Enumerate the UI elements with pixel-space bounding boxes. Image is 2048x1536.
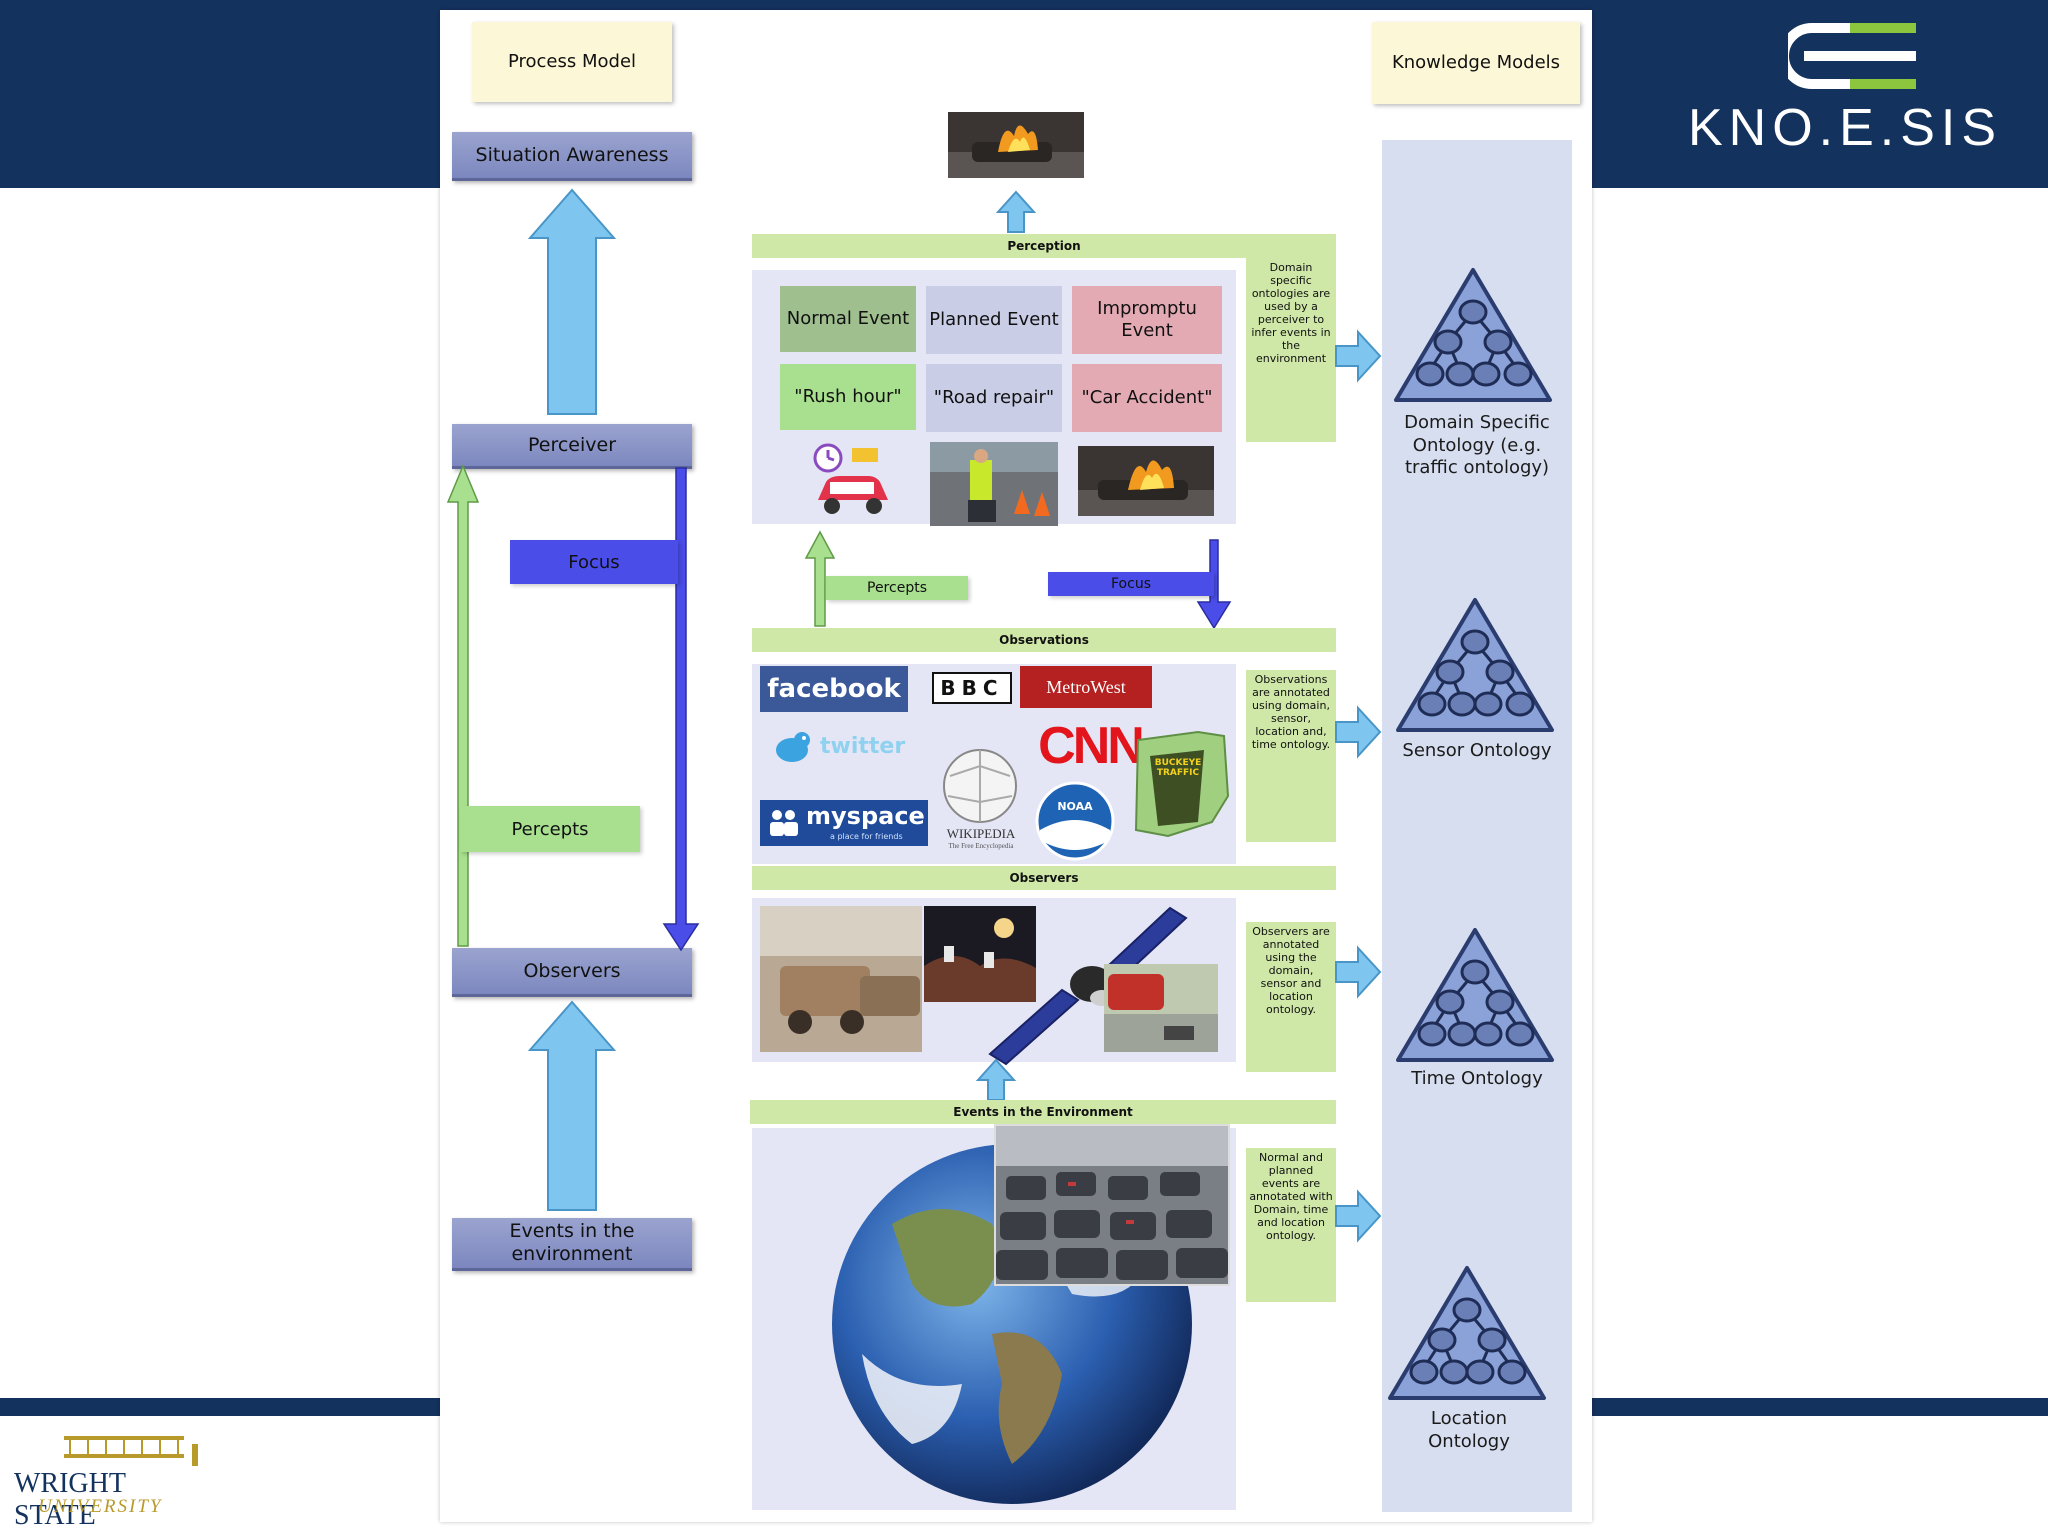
wright-flyer-icon <box>64 1436 198 1466</box>
perceiver-box: Perceiver <box>452 424 692 469</box>
wikipedia-tagline: The Free Encyclopedia <box>948 842 1014 850</box>
location-ontology-label: Location Ontology <box>1428 1408 1510 1452</box>
car-accident-cell: "Car Accident" <box>1072 364 1222 432</box>
ohio-map-icon <box>1134 730 1230 838</box>
twitter-bird-icon <box>776 732 810 762</box>
observers-ontology-arrow <box>1335 945 1382 999</box>
buckeye-traffic-wordmark: BUCKEYE TRAFFIC <box>1154 758 1202 778</box>
environment-note: Normal and planned events are annotated … <box>1246 1148 1336 1302</box>
percepts-label: Percepts <box>460 806 640 852</box>
road-repair-photo <box>930 442 1058 526</box>
location-ontology-icon <box>1388 1266 1546 1400</box>
knoesis-e-icon <box>1788 23 1916 89</box>
rush-hour-car-icon <box>813 443 888 514</box>
time-ontology-label: Time Ontology <box>1411 1068 1543 1089</box>
sensor-ontology-label: Sensor Ontology <box>1402 740 1552 761</box>
traffic-sensor-photo <box>1104 964 1218 1052</box>
planned-event-cell: Planned Event <box>926 286 1062 354</box>
situation-awareness-box: Situation Awareness <box>452 132 692 181</box>
car-fire-photo <box>948 112 1084 178</box>
crowd-phones-photo <box>924 906 1036 1002</box>
focus-label: Focus <box>510 540 678 584</box>
military-vehicles-photo <box>760 906 922 1052</box>
middle-percepts-label: Percepts <box>826 576 968 600</box>
observers-box: Observers <box>452 948 692 997</box>
perception-ontology-arrow <box>1335 329 1382 383</box>
twitter-logo: twitter <box>772 726 922 772</box>
metrowest-logo: MetroWest <box>1020 666 1152 708</box>
cnn-logo: CNN <box>1038 717 1145 775</box>
environment-header: Events in the Environment <box>750 1100 1336 1124</box>
wright-state-logo: WRIGHT STATE UNIVERSITY <box>14 1428 214 1531</box>
noaa-logo: NOAA <box>1034 780 1116 862</box>
myspace-wordmark: myspace <box>806 802 925 830</box>
observations-note: Observations are annotated using domain,… <box>1246 670 1336 842</box>
perception-header: Perception <box>752 234 1336 258</box>
observations-header: Observations <box>752 628 1336 652</box>
rush-hour-cell: "Rush hour" <box>780 364 916 430</box>
arrow-perception-to-awareness <box>996 190 1036 233</box>
car-accident-photo <box>1078 446 1214 516</box>
arrow-to-situation-awareness <box>527 188 617 415</box>
wright-state-university: UNIVERSITY <box>38 1496 163 1517</box>
knoesis-wordmark: KNO.E.SIS <box>1687 99 2003 157</box>
noaa-seal-icon <box>1035 781 1115 861</box>
facebook-logo: facebook <box>760 666 908 712</box>
arrow-events-to-observers <box>527 1000 617 1211</box>
buckeye-traffic-logo: BUCKEYE TRAFFIC <box>1128 726 1232 842</box>
normal-event-cell: Normal Event <box>780 286 916 352</box>
middle-percepts-focus-arrows <box>804 530 1232 630</box>
middle-percepts-arrow <box>804 530 836 627</box>
wikipedia-globe-icon <box>943 749 1017 823</box>
sensor-ontology-icon <box>1396 598 1554 732</box>
focus-down-arrow <box>662 467 700 952</box>
middle-focus-arrow <box>1196 539 1232 630</box>
events-environment-box: Events in the environment <box>452 1218 692 1271</box>
impromptu-event-cell: Impromptu Event <box>1072 286 1222 354</box>
wright-state-name: WRIGHT STATE <box>14 1468 126 1531</box>
domain-ontology-label: Domain Specific Ontology (e.g. traffic o… <box>1404 412 1550 478</box>
time-ontology-icon <box>1396 928 1554 1062</box>
twitter-wordmark: twitter <box>820 734 906 759</box>
myspace-people-icon <box>770 810 798 836</box>
section-to-ontology-arrows <box>1335 329 1382 1243</box>
noaa-wordmark: NOAA <box>1057 800 1093 813</box>
observations-ontology-arrow <box>1335 705 1382 759</box>
road-repair-cell: "Road repair" <box>926 364 1062 432</box>
myspace-tagline: a place for friends <box>830 832 903 841</box>
knowledge-models-title: Knowledge Models <box>1372 22 1580 104</box>
perception-note: Domain specific ontologies are used by a… <box>1246 258 1336 442</box>
myspace-logo: myspace a place for friends <box>760 800 928 846</box>
wikipedia-wordmark: WIKIPEDIA <box>946 826 1016 841</box>
environment-ontology-arrow <box>1335 1189 1382 1243</box>
process-model-title: Process Model <box>472 22 672 102</box>
ontology-icons <box>1388 268 1554 1400</box>
observers-note: Observers are annotated using the domain… <box>1246 922 1336 1072</box>
traffic-jam-photo <box>994 1124 1230 1286</box>
domain-ontology-icon <box>1394 268 1552 402</box>
bbc-logo: BBC <box>932 672 1012 704</box>
middle-focus-label: Focus <box>1048 572 1214 596</box>
knoesis-logo: KNO.E.SIS <box>1680 18 2010 158</box>
percepts-up-arrow <box>446 464 480 947</box>
arrow-environment-to-observers <box>976 1058 1016 1101</box>
diagram-slide: Process Model Situation Awareness Percei… <box>440 10 1592 1522</box>
observers-header: Observers <box>752 866 1336 890</box>
left-process-arrows <box>446 188 700 1211</box>
